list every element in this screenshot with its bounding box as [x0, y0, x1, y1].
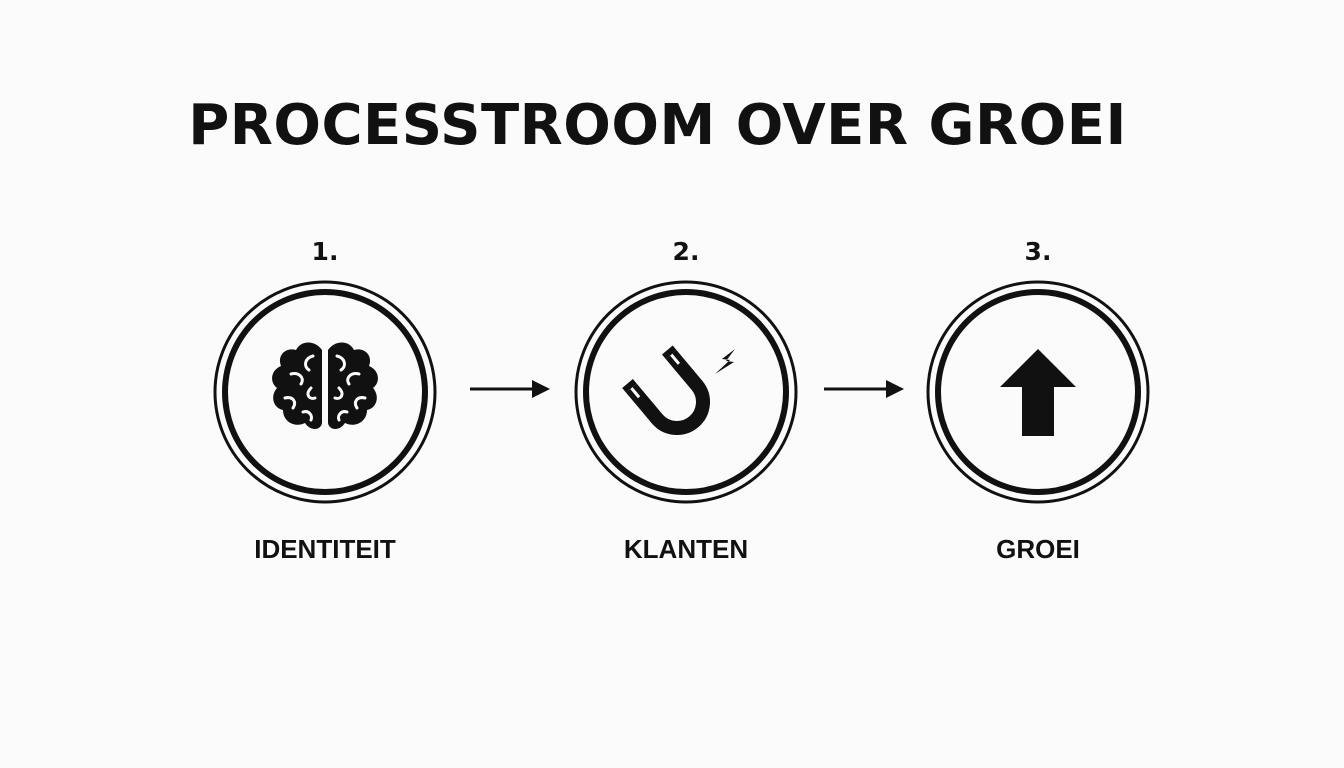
- step-circle: [926, 280, 1150, 504]
- step-identiteit: 1. IDENT: [205, 234, 445, 574]
- arrow-up-icon: [1000, 349, 1076, 436]
- arrow-right-icon: [824, 380, 904, 398]
- arrow-right-icon: [470, 380, 550, 398]
- brain-icon: [272, 342, 378, 430]
- step-circle: [213, 280, 437, 504]
- step-circle: [574, 280, 798, 504]
- magnet-icon: [622, 345, 710, 435]
- step-groei: 3. GROEI: [918, 234, 1158, 574]
- step-label: IDENTITEIT: [254, 534, 396, 564]
- spark-icon: [715, 349, 735, 374]
- step-number: 1.: [311, 237, 339, 266]
- step-klanten: 2. KLANTEN: [566, 234, 806, 574]
- step-label: KLANTEN: [623, 534, 749, 564]
- step-label: GROEI: [996, 534, 1080, 564]
- step-number: 3.: [1024, 237, 1052, 266]
- step-number: 2.: [672, 237, 700, 266]
- diagram-title: PROCESSTROOM OVER GROEI: [188, 93, 1127, 158]
